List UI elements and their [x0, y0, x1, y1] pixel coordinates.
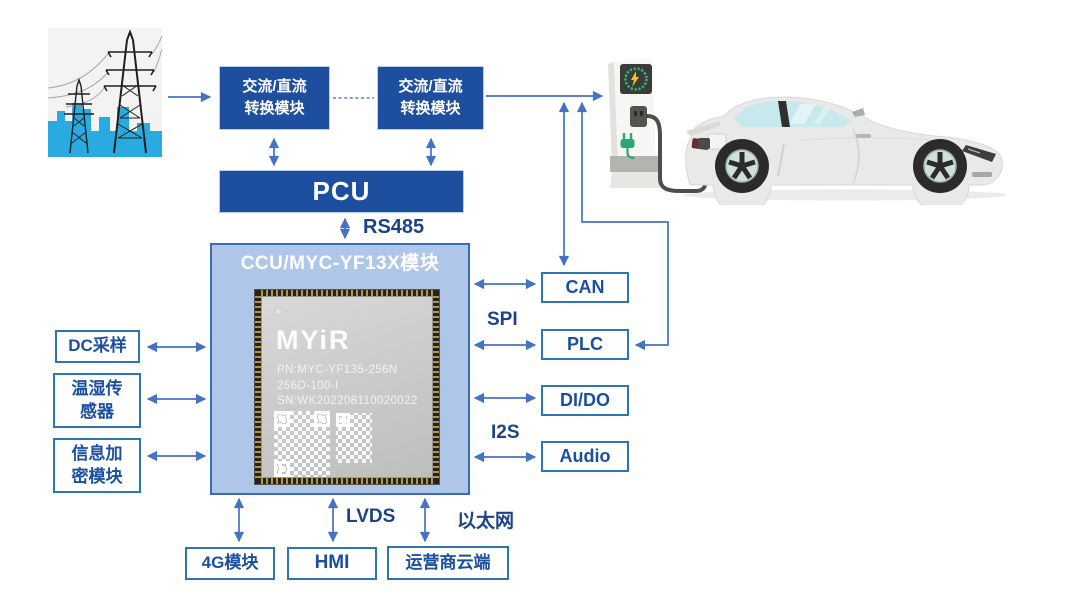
bus-label-rs485: RS485 [363, 216, 425, 238]
node-4g-module: 4G模块 [185, 547, 275, 580]
electric-car-illustration [685, 96, 1003, 205]
node-temp-humidity-sensor: 温湿传 感器 [53, 373, 141, 428]
ev-charging-scene-illustration [600, 50, 1010, 205]
node-encryption-module-label: 信息加 密模块 [71, 444, 123, 486]
power-grid-illustration [48, 28, 162, 157]
node-4g-module-label: 4G模块 [201, 553, 259, 573]
front-wheel [913, 139, 967, 193]
car-windows [734, 101, 851, 127]
node-acdc-module-1-label: 交流/直流 转换模块 [242, 78, 307, 117]
charge-connector [698, 138, 710, 149]
node-acdc-module-2-label: 交流/直流 转换模块 [398, 78, 463, 117]
door-handle [856, 134, 871, 138]
node-operator-cloud: 运营商云端 [387, 546, 509, 580]
node-audio: Audio [541, 441, 629, 472]
node-dc-sampling-label: DC采样 [68, 336, 127, 356]
chip-serial-number: SN:WK202208110020022 [277, 395, 418, 407]
bus-label-i2s: I2S [491, 422, 520, 443]
chip-logo: MYiR [276, 325, 351, 355]
chip-part-number: PN:MYC-YF135-256N 256D-100-I [277, 364, 398, 392]
node-operator-cloud-label: 运营商云端 [405, 552, 491, 572]
node-pcu-label: PCU [312, 176, 371, 206]
node-can-label: CAN [565, 276, 605, 297]
node-hmi-label: HMI [314, 552, 350, 574]
chip-pins-right [433, 296, 439, 478]
node-acdc-module-1: 交流/直流 转换模块 [219, 66, 330, 130]
transmission-towers [64, 29, 157, 154]
node-audio-label: Audio [559, 445, 611, 466]
charger-socket [630, 106, 647, 127]
chip-pins-bottom [261, 478, 433, 484]
node-plc: PLC [541, 329, 629, 360]
qr-code [274, 411, 372, 477]
node-plc-label: PLC [567, 333, 603, 354]
node-ccu-module: CCU/MYC-YF13X模块 MYiR PN:MYC-YF135-256N 2… [210, 243, 470, 495]
chip-pins-left [255, 296, 261, 478]
lightning-bolt-icon [631, 71, 639, 87]
bus-label-spi: SPI [487, 309, 518, 330]
side-mirror [852, 108, 865, 117]
node-pcu: PCU [219, 170, 464, 213]
node-ccu-title: CCU/MYC-YF13X模块 [240, 253, 440, 274]
rear-wheel [715, 139, 769, 193]
node-hmi: HMI [287, 547, 377, 580]
som-chip-photo: MYiR PN:MYC-YF135-256N 256D-100-I SN:WK2… [255, 290, 439, 484]
bus-label-ethernet: 以太网 [457, 511, 515, 532]
charging-station-illustration [608, 58, 660, 188]
rear-spoiler [686, 121, 720, 136]
node-acdc-module-2: 交流/直流 转换模块 [377, 66, 484, 130]
bus-label-lvds: LVDS [346, 506, 396, 527]
b-pillar [778, 101, 790, 127]
city-skyline-shape [48, 103, 162, 157]
node-dc-sampling: DC采样 [55, 330, 140, 363]
node-temp-humidity-sensor-label: 温湿传 感器 [71, 379, 123, 421]
chip-pin1-dot [274, 307, 283, 316]
chip-body: MYiR PN:MYC-YF135-256N 256D-100-I SN:WK2… [261, 296, 433, 478]
node-dido: DI/DO [541, 385, 629, 416]
node-can: CAN [541, 272, 629, 303]
node-encryption-module: 信息加 密模块 [53, 438, 141, 493]
node-dido-label: DI/DO [559, 389, 610, 410]
chip-pins-top [261, 290, 433, 296]
